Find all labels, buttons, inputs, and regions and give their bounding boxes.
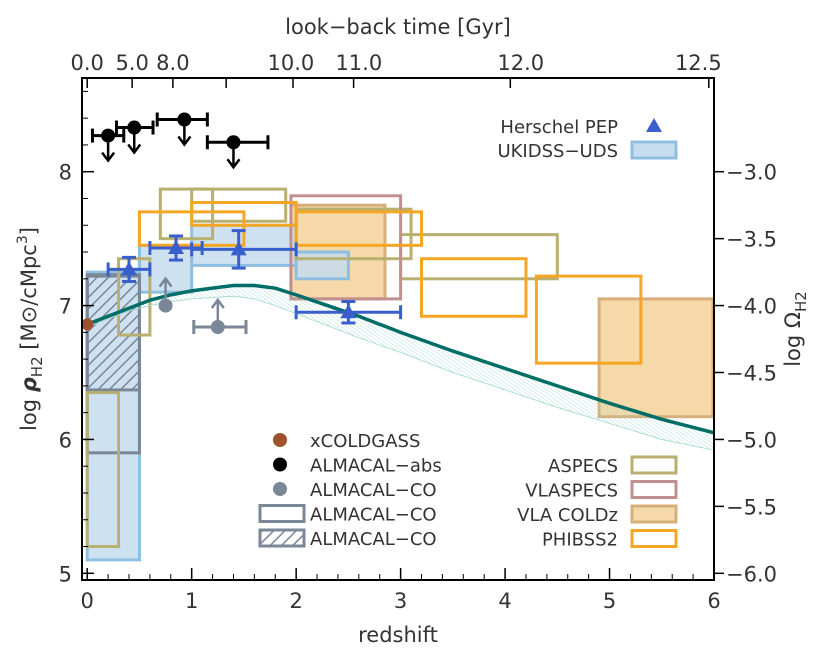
y2-tick-label: −4.0 (726, 295, 777, 319)
y-tick-label: 8 (59, 161, 72, 185)
y-title-rho: ρ (17, 377, 41, 392)
aspecs-box (399, 233, 559, 281)
y2-tick-label: −5.0 (726, 428, 777, 452)
almacal-abs-limit-arrow-head (101, 151, 116, 163)
data-boxes-layer (85, 187, 714, 562)
x-axis-title: redshift (358, 623, 438, 647)
almacal-co-limit-arrow-head (158, 276, 173, 288)
y-axis-title: log ρH2 [M⊙/cMpc3] (15, 227, 46, 431)
legend-top-label: UKIDSS−UDS (497, 141, 618, 162)
x-tick-label: 0 (81, 589, 94, 613)
y2-tick-label: −3.0 (726, 161, 777, 185)
legend-right-label: PHIBSS2 (542, 530, 618, 551)
y2-tick-label: −3.5 (726, 228, 777, 252)
y-title-units: [M⊙/cMpc (17, 244, 41, 356)
model-curve (86, 283, 714, 435)
legend-marker-dot-black (273, 457, 287, 472)
herschel-pep-point (340, 304, 357, 319)
almacal-co-point (158, 298, 173, 313)
y2-title-sub: H2 (792, 291, 810, 312)
xcoldgass-point (81, 318, 94, 331)
axes-layer: 0 1 2 3 4 5 6 5 6 7 8 −3.0 −3.5 −4.0 −4.5 −5.0 −5.5 −6.0 0… (15, 15, 810, 647)
legend-left-label: ALMACAL−abs (310, 456, 442, 477)
aspecs-box (190, 187, 288, 223)
legend-top-label: Herschel PEP (500, 117, 618, 138)
x2-axis-title: look−back time [Gyr] (285, 15, 511, 39)
y2-axis-title: log ΩH2 (781, 291, 810, 367)
legend-left-label: ALMACAL−CO (310, 529, 437, 550)
y2-title-main: log Ω (781, 312, 805, 367)
almacal-abs-limit-arrow-head (127, 143, 142, 155)
almacal-co-hollow-box (85, 273, 141, 455)
legend-marker-box-hollow (258, 504, 306, 523)
legend-right-label: VLASPECS (525, 481, 618, 502)
almacal-co-limit-arrow-head (210, 297, 225, 309)
y-title-close: ] (17, 227, 41, 235)
almacal-abs-point (127, 120, 142, 135)
legend-marker-box-vlaspecs (630, 480, 678, 499)
legend-marker-dot-gray (273, 482, 287, 496)
almacal-abs-limit-arrow-head (177, 135, 192, 147)
vla-coldz-box (597, 297, 714, 419)
model-band-layer (86, 283, 714, 451)
legend-marker-box-phibss (630, 529, 678, 548)
x-tick-label: 3 (394, 589, 407, 613)
phibss2-box (420, 257, 528, 318)
aspecs-box (85, 391, 121, 549)
almacal-abs-point (177, 112, 192, 127)
x2-tick-label: 0.0 (71, 51, 104, 75)
x-tick-label: 5 (603, 589, 616, 613)
x-tick-label: 1 (185, 589, 198, 613)
almacal-co-point (210, 319, 225, 334)
y2-tick-label: −5.5 (726, 495, 777, 519)
y-tick-label: 6 (59, 428, 72, 452)
legend-right-label: ASPECS (548, 456, 618, 477)
y-tick-label: 5 (59, 562, 72, 586)
x2-tick-label: 12.5 (675, 51, 722, 75)
x-tick-label: 4 (498, 589, 511, 613)
legend-right-label: VLA COLDz (517, 505, 618, 526)
data-points-layer (81, 112, 403, 334)
herschel-pep-point (168, 240, 185, 255)
legend-left-label: ALMACAL−CO (310, 480, 437, 501)
ukidss-uds-box (294, 250, 350, 281)
phibss2-box (294, 210, 424, 247)
x2-tick-label: 12.0 (497, 51, 544, 75)
legend-marker-box-aspecs (630, 455, 678, 475)
almacal-abs-limit-arrow-head (226, 158, 241, 170)
legend-left-label: ALMACAL−CO (310, 505, 437, 526)
legend-marker-triangle (646, 118, 662, 132)
almacal-abs-point (101, 128, 116, 143)
y-title-sup: 3 (15, 235, 31, 244)
y2-tick-label: −4.5 (726, 362, 777, 386)
phibss2-box (534, 274, 643, 365)
herschel-pep-point (230, 241, 247, 256)
x2-tick-label: 8.0 (156, 51, 189, 75)
aspecs-box (158, 187, 215, 241)
legend-marker-box-ukidss (630, 140, 678, 160)
legend-left-label: xCOLDGASS (310, 431, 420, 452)
almacal-abs-point (226, 135, 241, 150)
almacal-co-hatched-box (85, 274, 141, 392)
x2-tick-label: 11.0 (335, 51, 382, 75)
vlaspecs-box (289, 194, 403, 301)
x2-tick-label: 10.0 (268, 51, 315, 75)
y-title-prefix: log (17, 392, 41, 431)
y2-tick-label: −6.0 (726, 562, 777, 586)
legend-marker-box-hatched (258, 528, 306, 548)
x-tick-label: 6 (707, 589, 720, 613)
y-title-sub: H2 (28, 356, 46, 377)
y-tick-label: 7 (59, 295, 72, 319)
legend-marker-dot-brown (273, 433, 287, 447)
x-tick-label: 2 (289, 589, 302, 613)
herschel-pep-point (121, 261, 138, 276)
legend-marker-box-coldz (630, 504, 678, 524)
x2-tick-label: 5.0 (115, 51, 148, 75)
plot-frame (81, 77, 715, 581)
